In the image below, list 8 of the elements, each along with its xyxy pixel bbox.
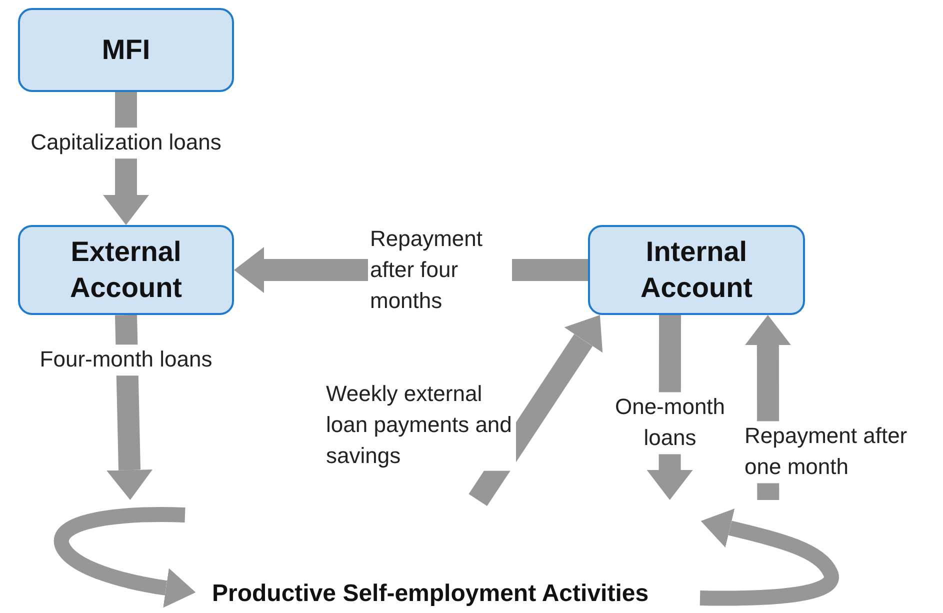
account-box: MFI: [18, 8, 234, 92]
flow-arrow: [106, 314, 153, 500]
flow-arrow: [103, 92, 149, 225]
account-box: Internal Account: [588, 225, 805, 315]
edge-label: Capitalization loans: [28, 128, 224, 158]
account-box: External Account: [18, 225, 234, 315]
activity-label: Productive Self-employment Activities: [212, 580, 649, 608]
flow-arrow: [468, 315, 603, 506]
